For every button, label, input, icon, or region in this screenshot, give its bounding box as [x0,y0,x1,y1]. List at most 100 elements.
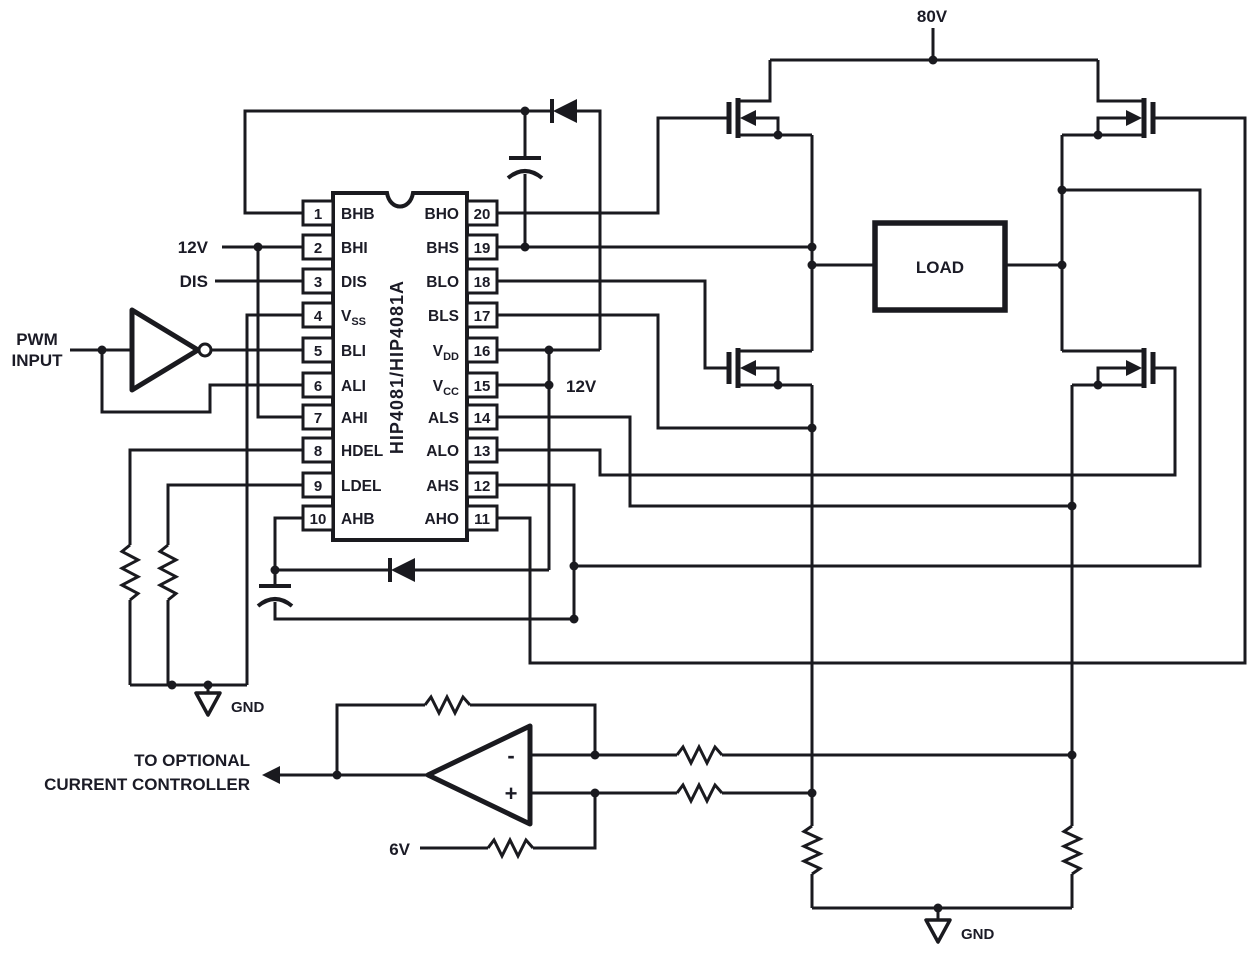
pin-name-ahs: AHS [426,478,459,495]
supply-12v-left-label: 12V [178,238,209,257]
hdel-resistor [118,543,142,602]
left-sense-resistor [800,824,824,876]
wire-urfet-body [1096,116,1128,135]
supply-12v-right-label: 12V [566,377,597,396]
wire-llfet-body [754,366,780,385]
pin-box-20 [465,199,499,227]
gnd-right-label: GND [961,926,995,943]
resistors [118,543,1084,876]
opamp-triangle-icon [425,723,533,827]
wire-bho-to-gate [497,116,727,215]
wire-6v-to-plus [533,793,597,850]
pin-name-ahi: AHI [341,410,368,427]
pin-number: 3 [314,274,322,291]
wire-bhb-bootstrap-loop [243,109,552,215]
pin-name-alo: ALO [426,443,459,460]
pin-box-15 [465,371,499,399]
pin-box-1 [301,199,335,227]
gnd-left-label: GND [231,699,265,716]
pin-number: 15 [474,378,491,395]
wire-ulfet-body [754,116,780,135]
pin-box-9 [301,471,335,499]
pin-name-bli: BLI [341,343,366,360]
wire-ahs-to-phase [574,188,1202,568]
wire-ldel-resistor-top [166,483,303,545]
pin-name-ali: ALI [341,378,366,395]
wire-pwm-bypass-to-ali [100,350,303,414]
mosfet-body-arrow-icon [1126,360,1142,376]
pin-name-ahb: AHB [341,511,375,528]
pin-name-aho: AHO [425,511,459,528]
pin-box-17 [465,301,499,329]
load-box [872,220,1008,313]
wire-ahs-vertical [497,483,576,619]
pin-name-ldel: LDEL [341,478,381,495]
a-bootstrap-diode [391,558,415,582]
pin-number: 5 [314,343,322,360]
pin-box-18 [465,267,499,295]
pin-box-4 [301,301,335,329]
mosfet-upper-left [726,98,756,138]
mosfet-body-arrow-icon [740,110,756,126]
pin-box-7 [301,403,335,431]
pwm-input-label-line1: PWM [16,330,58,349]
pin-name-vss: VSS [341,308,366,328]
pin-name-als: ALS [428,410,459,427]
wire-aho-to-gate [497,116,1247,665]
wire-vss-to-gnd [245,313,303,685]
wire-als-to-sense [497,415,1072,508]
pin-number: 12 [474,478,491,495]
pin-number: 8 [314,443,322,460]
pin-name-blo: BLO [426,274,459,291]
inverter-bubble-icon [197,342,213,358]
pin-box-2 [301,233,335,261]
ic-chip: HIP4081/HIP4081A 1 2 3 4 5 6 7 8 9 10 BH… [301,191,499,542]
mosfet-upper-right [1126,98,1156,138]
bias-6v-label: 6V [389,840,410,859]
wire-bdiode-anode-to-vdd [577,109,602,350]
pin-number: 11 [474,511,490,528]
ldel-resistor [156,543,180,602]
current-sense-opamp: - + [262,723,533,827]
pin-number: 4 [314,308,323,325]
pin-name-bls: BLS [428,308,459,325]
pin-box-5 [301,336,335,364]
pin-name-vcc: VCC [433,378,459,398]
b-bootstrap-cap-plate2 [506,169,544,180]
gnd-symbol-left-icon [194,691,222,717]
wire-alo-to-gate [497,366,1177,477]
pin-name-bhs: BHS [426,240,459,257]
wiring [70,28,1247,920]
pin-box-10 [301,504,335,532]
pin-name-hdel: HDEL [341,443,383,460]
controller-label-line1: TO OPTIONAL [134,751,250,770]
pin-name-vdd: VDD [433,343,459,363]
pin-number: 1 [314,206,322,223]
wire-bls-to-sense [497,313,812,430]
pin-number: 14 [474,410,491,427]
pin-box-11 [465,504,499,532]
pwm-input-label-line2: INPUT [12,351,64,370]
6v-bias-resistor [486,836,535,860]
pin-name-dis: DIS [341,274,367,291]
load-block: LOAD [872,220,1008,313]
pin-box-19 [465,233,499,261]
ic-body [331,191,469,542]
opamp-plus-sign: + [505,781,518,806]
pin-name-bhi: BHI [341,240,368,257]
wire-ahb-bootstrap [273,516,303,570]
wire-ulfet-drain [738,60,772,103]
a-bootstrap-cap-plate2 [256,597,294,608]
inverter-triangle-icon [129,307,201,393]
pin-box-8 [301,436,335,464]
wire-hdel-resistor-top [128,448,303,545]
output-arrow-icon [262,766,280,784]
junction-dots [97,55,1103,913]
ic-pins-right: 20 19 18 17 16 15 14 13 12 11 BHO BHS BL… [425,199,499,532]
pin-box-6 [301,371,335,399]
pin-box-16 [465,336,499,364]
pin-box-12 [465,471,499,499]
mosfet-lower-right [1126,348,1156,388]
right-sense-resistor [1060,824,1084,876]
